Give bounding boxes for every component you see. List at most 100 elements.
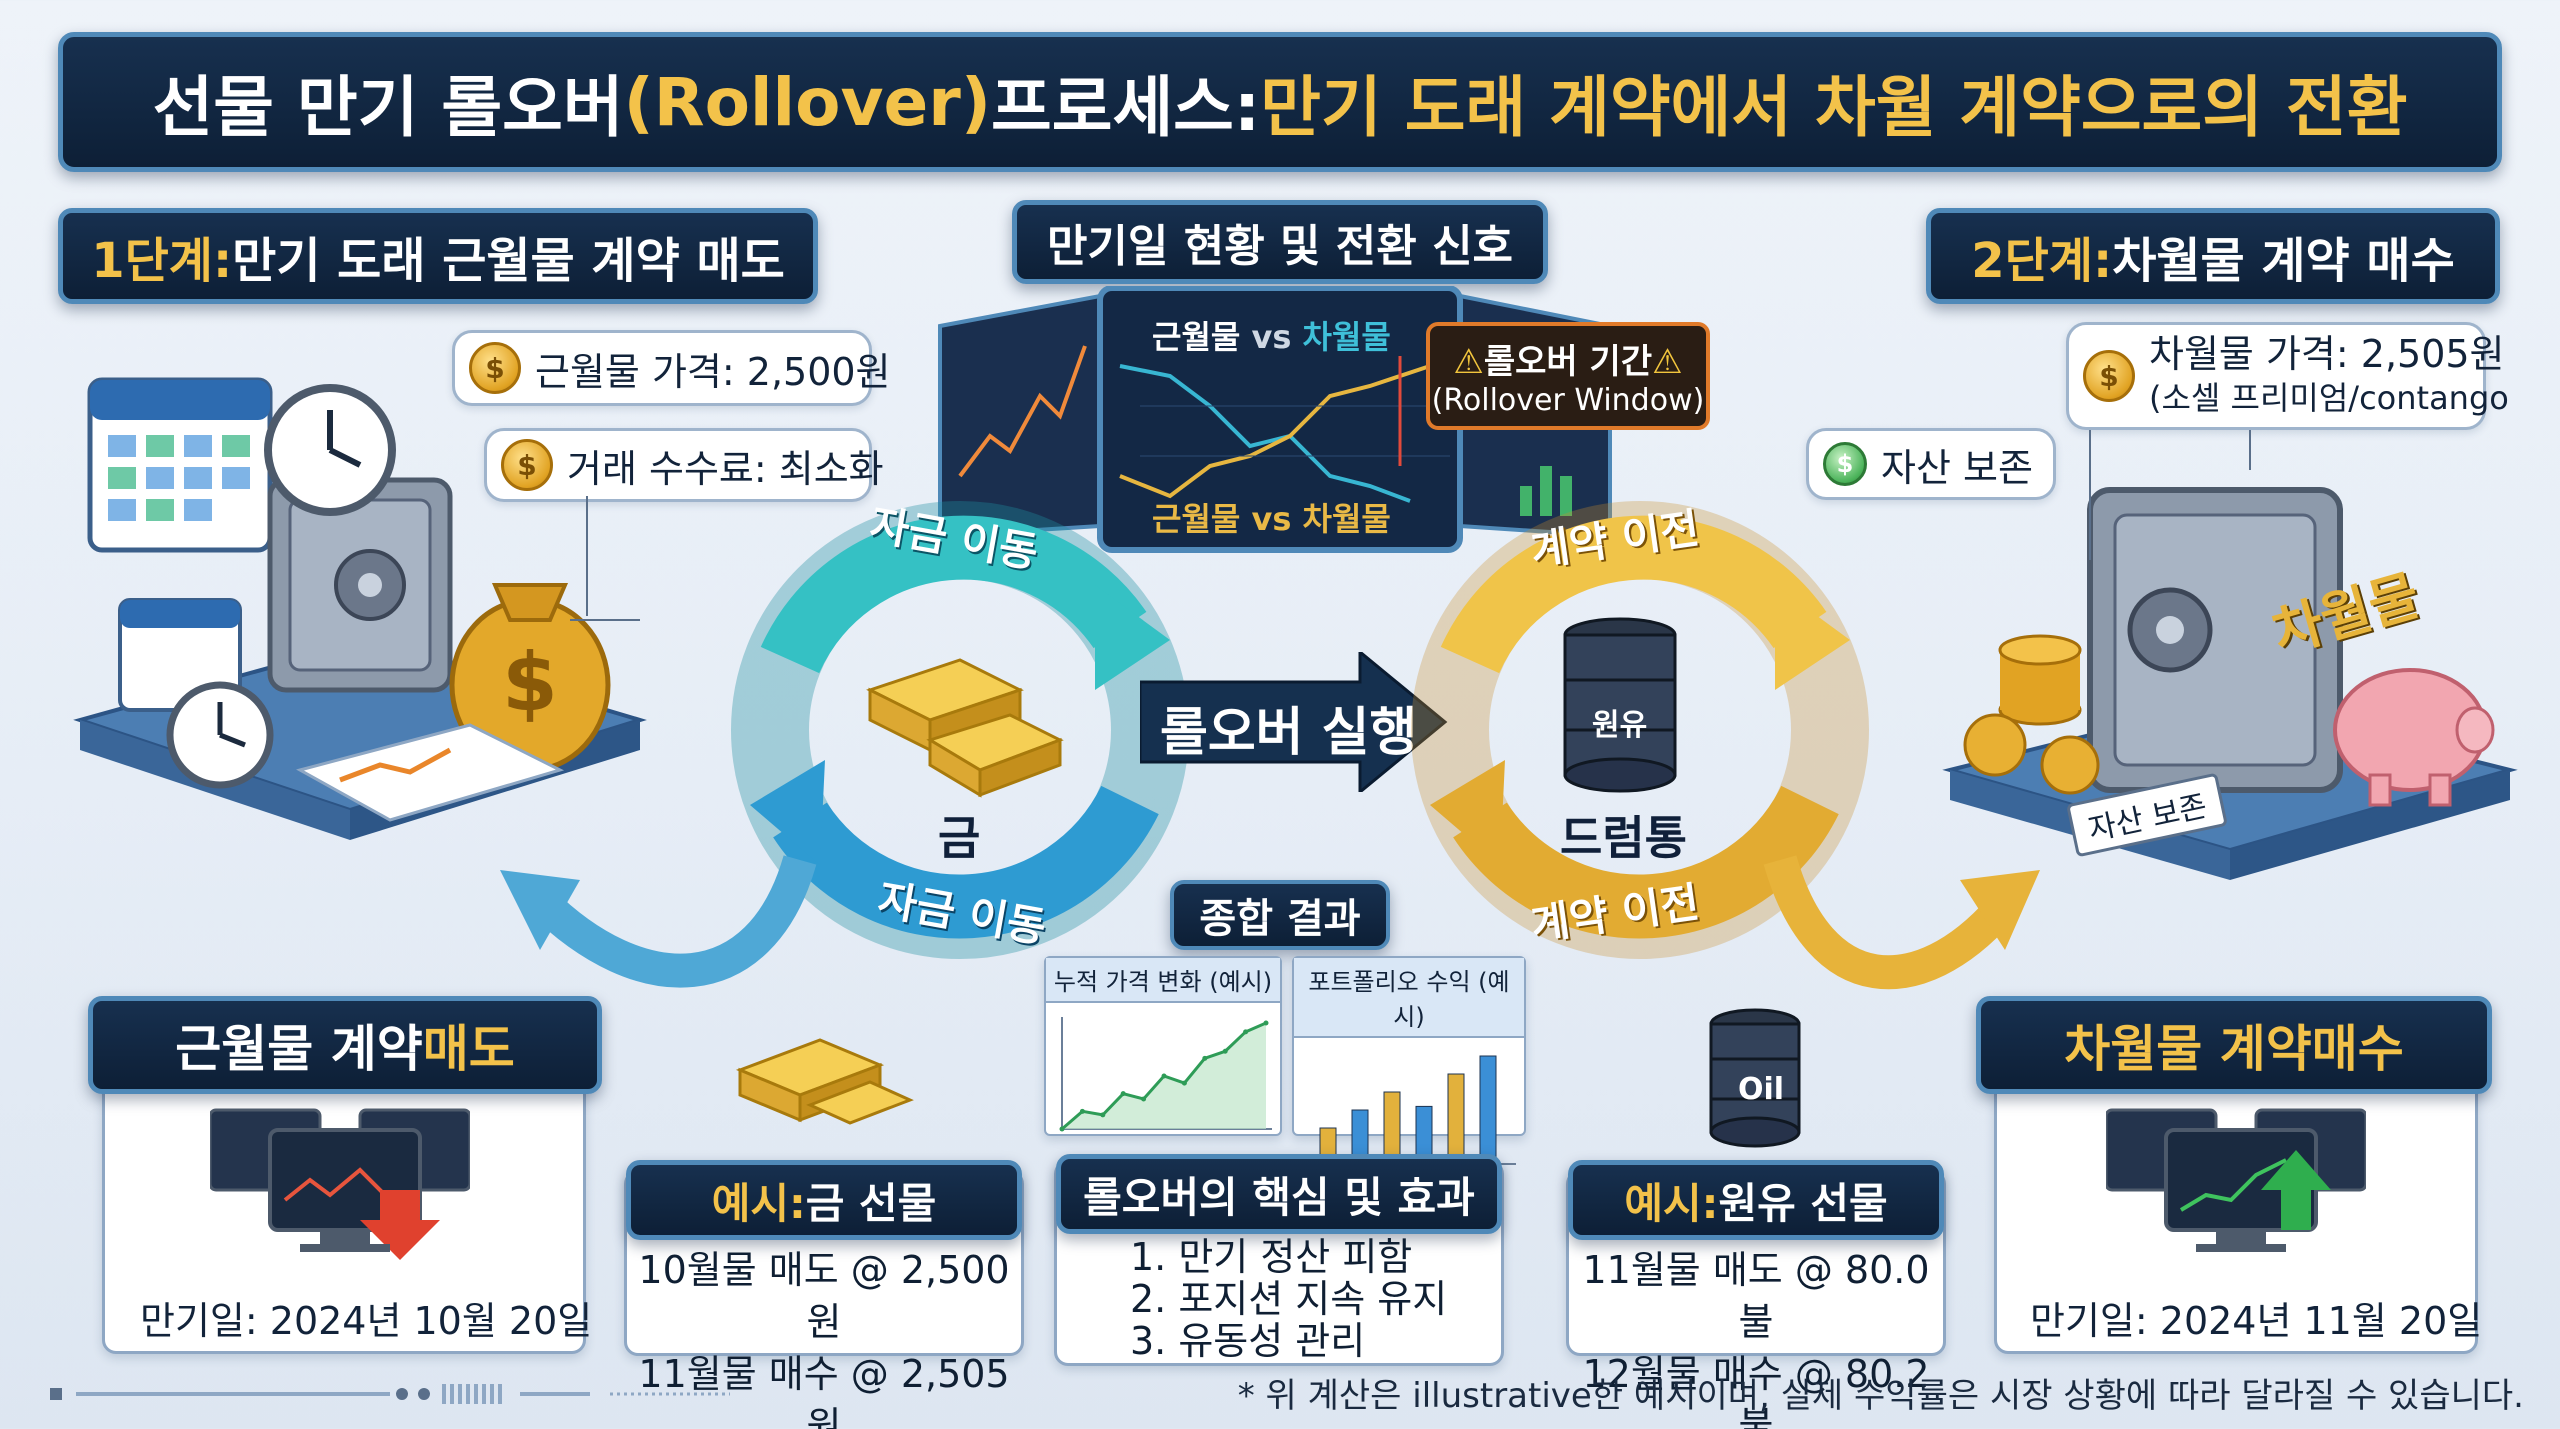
title-rollover: (Rollover) [623, 63, 991, 141]
buy-header: 차월물 계약 매수 [1976, 996, 2492, 1094]
oil-example-line1: 11월물 매도 @ 80.0불 [1582, 1248, 1930, 1344]
sell-date: 만기일: 2024년 10월 20일 [140, 1299, 593, 1343]
sell-monitor-icon [210, 1108, 470, 1260]
chart-top-next: 차월물 [1302, 318, 1391, 356]
footer-decoration [50, 1384, 730, 1404]
gold-example-line1: 10월물 매도 @ 2,500원 [638, 1248, 1010, 1344]
chart2-title: 포트폴리오 수익 (예시) [1294, 958, 1524, 1038]
gold-label: 금 [938, 811, 981, 865]
oil-barrel-icon [1709, 1008, 1801, 1148]
line-point [1141, 1096, 1147, 1102]
chart-top-label: 근월물 vs 차월물 [1152, 312, 1391, 358]
left-illustration: $ [73, 377, 647, 840]
clock-icon [264, 384, 396, 516]
sell-header-gold: 매도 [422, 1020, 515, 1078]
step2-header: 2단계: 차월물 계약 매수 [1926, 208, 2500, 304]
status-header: 만기일 현황 및 전환 신호 [1012, 200, 1548, 284]
buy-date: 만기일: 2024년 11월 20일 [2030, 1299, 2483, 1343]
gold-bars-small-icon [735, 1038, 914, 1125]
drum-text: 드럼통 [1560, 811, 1687, 865]
money-bag-icon: $ [449, 583, 611, 773]
oil-example-prefix: 예시: [1624, 1178, 1719, 1228]
oil-example-title: 원유 선물 [1718, 1178, 1888, 1228]
line-point [1100, 1112, 1106, 1118]
line-point [1079, 1108, 1085, 1114]
summary-header: 종합 결과 [1170, 880, 1390, 950]
oil-example-header: 예시: 원유 선물 [1568, 1160, 1944, 1240]
right-flow-arrow [1763, 855, 2040, 990]
premium-text: (소셀 프리미엄/contango [2149, 379, 2509, 417]
near-price-pill: $ 근월물 가격: 2,500원 [452, 330, 891, 406]
step1-label: 만기 도래 근월물 계약 매도 [232, 233, 785, 289]
status-title: 만기일 현황 및 전환 신호 [1046, 221, 1514, 272]
line-point [1059, 1126, 1065, 1132]
title-white-2: 프로세스: [991, 69, 1261, 146]
window-line2: (Rollover Window) [1431, 383, 1705, 418]
step2-label: 차월물 계약 매수 [2112, 233, 2455, 289]
chart1-title: 누적 가격 변화 (예시) [1046, 958, 1280, 1003]
chart1-plot [1059, 1017, 1272, 1132]
warning-icon: ⚠ [1453, 342, 1484, 382]
chart-bottom-label: 근월물 vs 차월물 [1152, 500, 1391, 538]
chart-top-near: 근월물 [1152, 318, 1241, 356]
oil-barrel-label: Oil [1738, 1072, 1785, 1107]
oil-drum-icon [1563, 617, 1677, 793]
title-gold: 만기 도래 계약에서 차월 계약으로의 전환 [1260, 69, 2408, 146]
mini-chart-icon [296, 723, 565, 822]
window-line1: 롤오버 기간 [1483, 342, 1653, 382]
coins-icon [1963, 634, 2100, 795]
line-point [1202, 1055, 1208, 1061]
line-point [1263, 1020, 1269, 1026]
drum-label: 원유 [1592, 708, 1648, 743]
left-flow-arrow [500, 855, 817, 988]
core-item: 1. 만기 정산 피함 [1130, 1235, 1413, 1279]
line-point [1243, 1029, 1249, 1035]
line-point [1120, 1091, 1126, 1097]
step1-prefix: 1단계: [91, 233, 233, 289]
fee-text: 거래 수수료: 최소화 [567, 446, 884, 491]
fee-pill: $ 거래 수수료: 최소화 [484, 428, 884, 502]
bar [1447, 1073, 1465, 1165]
gold-example-prefix: 예시: [711, 1178, 806, 1228]
buy-header-gold1: 차월물 계약 [2064, 1020, 2312, 1078]
gold-example-header: 예시: 금 선물 [626, 1160, 1022, 1240]
title-banner: 선물 만기 롤오버 (Rollover) 프로세스: 만기 도래 계약에서 차월… [58, 32, 2502, 172]
preserve-pill: $ 자산 보존 [1806, 428, 2056, 500]
preserve-text: 자산 보존 [1881, 445, 2033, 490]
coin-icon: $ [501, 439, 553, 491]
summary-chart2: 포트폴리오 수익 (예시) [1292, 956, 1526, 1165]
rollover-window-badge: ⚠롤오버 기간⚠ (Rollover Window) [1426, 322, 1710, 430]
sell-header: 근월물 계약 매도 [88, 996, 602, 1094]
chart-top-vs: vs [1240, 318, 1303, 356]
right-cycle [1411, 501, 1869, 959]
oil-example-line2: 12월물 매수 @ 80.2불 [1582, 1352, 1930, 1429]
coin-icon: $ [2083, 350, 2135, 402]
line-point [1181, 1080, 1187, 1086]
coin-icon: $ [469, 342, 521, 394]
core-title: 롤오버의 핵심 및 효과 [1083, 1172, 1475, 1222]
sell-header-white: 근월물 계약 [175, 1020, 423, 1078]
next-price-pill: $ 차월물 가격: 2,505원 (소셀 프리미엄/contango [2066, 322, 2509, 430]
step1-header: 1단계: 만기 도래 근월물 계약 매도 [58, 208, 818, 304]
near-price: 근월물 가격: 2,500원 [535, 349, 891, 394]
safe-icon [267, 477, 453, 693]
summary-title: 종합 결과 [1199, 896, 1361, 942]
step2-prefix: 2단계: [1971, 233, 2113, 289]
money-hand-icon: $ [1823, 442, 1867, 486]
svg-text:$: $ [502, 636, 558, 729]
rollover-arrow [1140, 652, 1448, 792]
bar [1479, 1055, 1497, 1165]
line-point [1222, 1048, 1228, 1054]
right-illustration [1942, 430, 2518, 880]
footnote: * 위 계산은 illustrative한 예시이며, 실제 수익률은 시장 상… [1237, 1376, 2524, 1416]
warning-icon: ⚠ [1652, 342, 1683, 382]
summary-chart1: 누적 가격 변화 (예시) [1044, 956, 1282, 1136]
calendar-icon [87, 377, 273, 553]
gold-bars-icon [866, 658, 1064, 798]
connector-line [586, 496, 588, 616]
core-item: 2. 포지션 지속 유지 [1130, 1277, 1448, 1321]
rollover-execute: 롤오버 실행 [1160, 703, 1418, 763]
gold-example-title: 금 선물 [805, 1178, 937, 1228]
piggy-bank-icon [2333, 668, 2495, 807]
core-header: 롤오버의 핵심 및 효과 [1056, 1154, 1502, 1234]
